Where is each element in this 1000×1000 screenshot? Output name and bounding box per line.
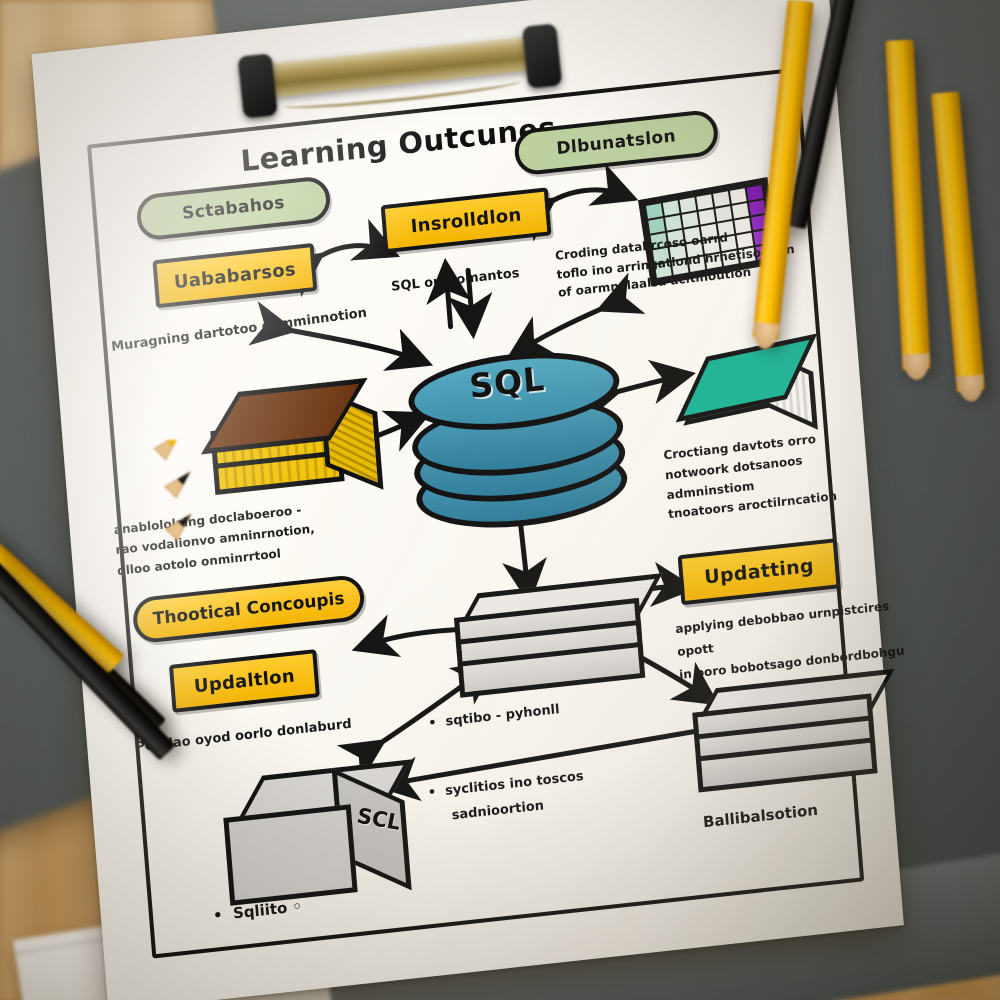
cube-front-face — [223, 804, 358, 906]
grid-cell-0-5 — [729, 188, 747, 204]
database-cylinder-icon[interactable]: SQL — [405, 342, 631, 538]
label-theoretical-text: Thootical Concoupis — [152, 588, 346, 630]
label-databases-text: Uababarsos — [173, 258, 297, 293]
bullet-dot-2: • — [427, 784, 442, 801]
pencil-tips-group — [153, 440, 193, 541]
grid-cell-1-1 — [665, 215, 682, 231]
label-updation-text: Updaltlon — [193, 665, 296, 697]
grid-cell-1-2 — [681, 212, 699, 228]
grid-cell-1-4 — [715, 206, 733, 222]
grid-cell-0-1 — [662, 200, 680, 216]
clip-grip-left — [237, 53, 278, 119]
green-book-icon — [675, 333, 821, 433]
bullet-dot-3: • — [212, 905, 229, 925]
grid-cell-0-3 — [696, 194, 714, 210]
pill-right-label: Dlbunatslon — [555, 126, 677, 160]
pill-left-label: Sctabahos — [181, 192, 286, 224]
grid-cell-1-3 — [698, 209, 716, 225]
pencil-tip-lead-3 — [178, 514, 191, 528]
pencil-tip-lead-2 — [177, 472, 191, 485]
label-updating-text: Updatting — [703, 554, 815, 589]
pencil-tip-lead-1 — [166, 440, 180, 447]
stacked-slab-right — [690, 668, 895, 793]
label-installation-text: Insrolldlon — [409, 203, 523, 237]
bullet-dot-1: • — [427, 714, 442, 732]
grid-cell-1-6 — [748, 200, 766, 216]
grid-cell-1-0 — [648, 218, 666, 234]
grid-cell-1-5 — [732, 203, 749, 219]
grid-cell-0-2 — [679, 197, 697, 213]
grid-cell-0-0 — [646, 203, 663, 219]
book-stack-icon — [201, 377, 384, 505]
clip-grip-right — [521, 23, 563, 89]
stacked-slab-center — [452, 573, 663, 698]
grid-cell-0-6 — [746, 185, 764, 201]
grid-cell-0-4 — [713, 191, 730, 207]
